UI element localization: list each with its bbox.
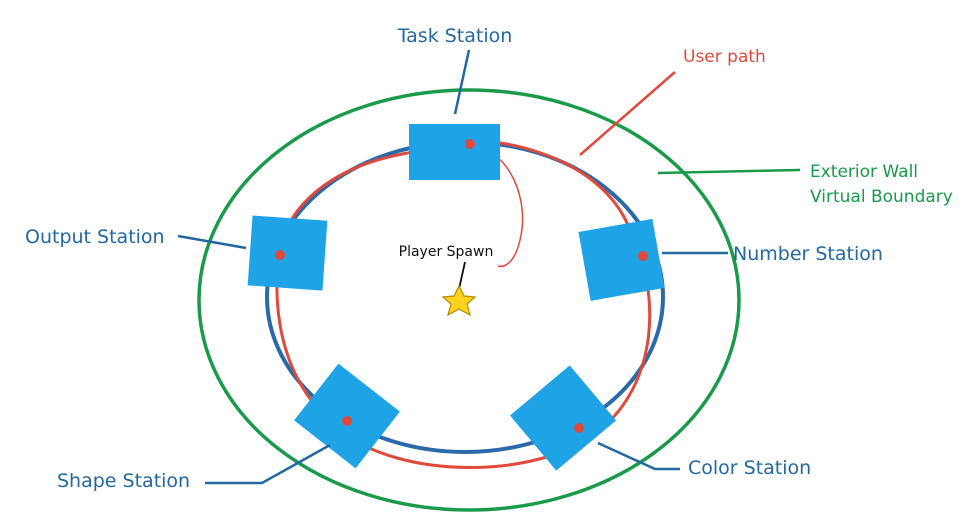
exterior-wall-label: Exterior Wall [810,162,918,182]
exterior-wall-boundary [197,88,741,512]
output-station-label: Output Station [25,226,165,248]
player-spawn-label: Player Spawn [399,244,494,260]
user-path-label: User path [683,47,766,67]
player-spawn-leader [458,261,466,290]
task-station-box [409,124,500,180]
number-station-dot [638,251,648,261]
virtual-boundary-label: Virtual Boundary [810,187,953,207]
task-station-leader [453,49,471,115]
output-station-dot [275,250,285,260]
number-station-box [578,218,665,301]
color-station-leader [597,441,680,471]
task-station-dot [465,139,475,149]
shape-station-label: Shape Station [57,470,190,492]
output-station-box [247,215,328,291]
output-station-leader [177,234,247,250]
exterior-wall-leader [657,168,801,175]
shape-station-dot [342,416,352,426]
number-station-label: Number Station [733,243,883,265]
user-path-leader [579,71,676,156]
color-station-box [509,365,617,471]
shape-station-leader [205,443,331,485]
task-station-label: Task Station [397,25,513,47]
color-station-label: Color Station [688,457,811,479]
color-station-dot [574,423,584,433]
star-icon [441,284,477,317]
